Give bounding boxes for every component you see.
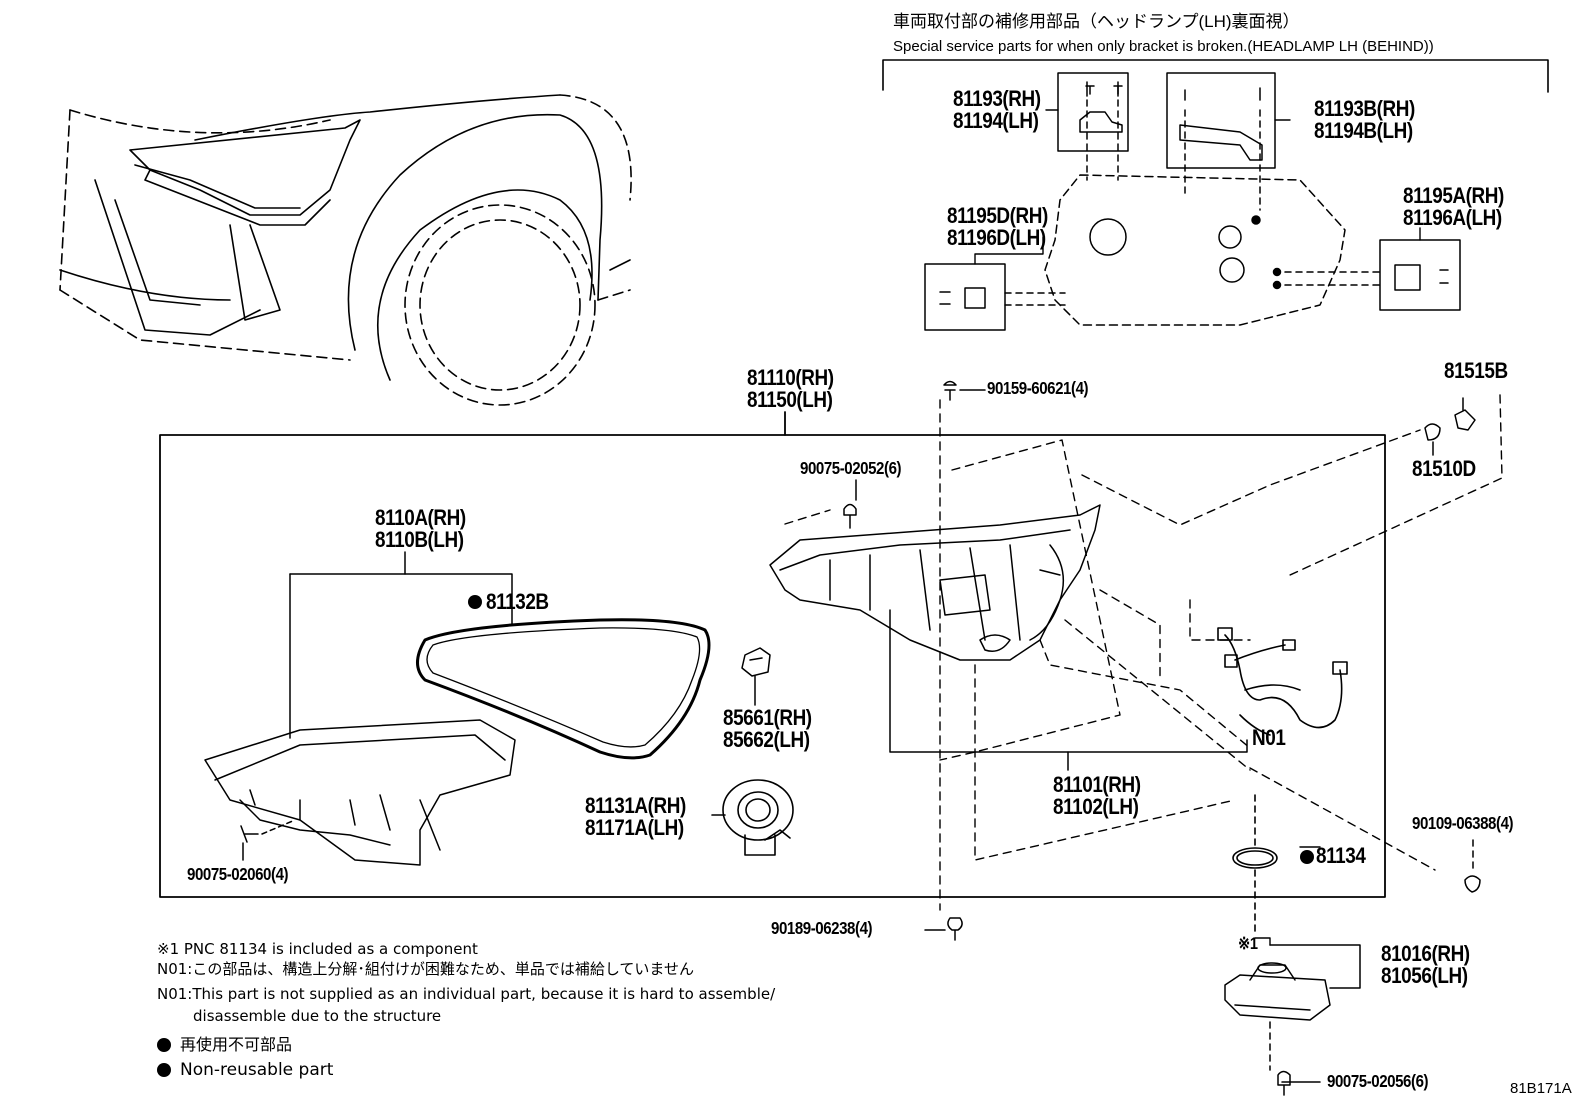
part-90075-02052[interactable]: 90075-02052(6) — [800, 458, 902, 478]
lens-assembly — [204, 551, 516, 866]
legend-jp: 再使用不可部品 — [180, 1035, 293, 1054]
bulb-81510D — [1424, 397, 1476, 456]
part-8110B[interactable]: 8110B(LH) — [375, 527, 464, 552]
part-81193[interactable]: 81193(RH) — [953, 86, 1041, 111]
part-81196D[interactable]: 81196D(LH) — [947, 225, 1046, 250]
part-81150[interactable]: 81150(LH) — [747, 387, 833, 412]
part-90075-02060[interactable]: 90075-02060(4) — [187, 864, 289, 884]
part-85661[interactable]: 85661(RH) — [723, 705, 812, 730]
non-reusable-markers — [157, 595, 1314, 1077]
note-n01-jp: N01:この部品は、構造上分解･組付けが困難なため、単品では補給していません — [157, 960, 694, 978]
part-81195A[interactable]: 81195A(RH) — [1403, 183, 1504, 208]
cover-81131A — [711, 779, 794, 856]
part-81134[interactable]: 81134 — [1316, 843, 1366, 868]
part-81171A[interactable]: 81171A(LH) — [585, 815, 684, 840]
headlamp-back-view — [1044, 174, 1346, 326]
housing-81101 — [769, 504, 1248, 771]
part-81016[interactable]: 81016(RH) — [1381, 941, 1470, 966]
leader-lines-top — [974, 109, 1421, 265]
note-n01-en-cont: disassemble due to the structure — [193, 1007, 442, 1025]
part-81196A[interactable]: 81196A(LH) — [1403, 205, 1502, 230]
leader-lines-main — [1254, 846, 1321, 946]
bracket-81193B-box — [1166, 72, 1276, 211]
bracket-81195D-box — [924, 263, 1066, 331]
part-90075-02056[interactable]: 90075-02056(6) — [1327, 1071, 1429, 1091]
part-90189-06238[interactable]: 90189-06238(4) — [771, 918, 873, 938]
part-8110A[interactable]: 8110A(RH) — [375, 505, 466, 530]
packing-ring-81134 — [1232, 794, 1278, 936]
legend-en: Non-reusable part — [180, 1060, 334, 1080]
part-81195D[interactable]: 81195D(RH) — [947, 203, 1048, 228]
part-N01[interactable]: N01 — [1252, 725, 1286, 750]
part-81510D[interactable]: 81510D — [1412, 456, 1476, 481]
housing-outline-dashed — [784, 394, 1503, 911]
part-81194B[interactable]: 81194B(LH) — [1314, 118, 1413, 143]
part-85662[interactable]: 85662(LH) — [723, 727, 810, 752]
part-81515B[interactable]: 81515B — [1444, 358, 1508, 383]
socket-85661 — [741, 647, 771, 706]
screws — [843, 85, 1481, 1096]
part-81131A[interactable]: 81131A(RH) — [585, 793, 686, 818]
note-marker-x1: ※1 — [1238, 934, 1258, 953]
part-81193B[interactable]: 81193B(RH) — [1314, 96, 1415, 121]
note-n01-en: N01:This part is not supplied as an indi… — [157, 985, 776, 1003]
figure-code: 81B171A — [1510, 1080, 1572, 1097]
header-en: Special service parts for when only brac… — [893, 38, 1434, 55]
computer-81016 — [1224, 944, 1361, 1083]
car-front-illustration — [59, 94, 632, 406]
part-81056[interactable]: 81056(LH) — [1381, 963, 1468, 988]
part-81132B[interactable]: 81132B — [486, 589, 549, 614]
part-81110[interactable]: 81110(RH) — [747, 365, 834, 390]
part-81101[interactable]: 81101(RH) — [1053, 772, 1141, 797]
gasket-81132B — [416, 618, 711, 760]
wire-harness-N01 — [1217, 627, 1348, 736]
service-bracket-frame — [882, 59, 1549, 93]
part-90159-60621[interactable]: 90159-60621(4) — [987, 378, 1089, 398]
part-81194[interactable]: 81194(LH) — [953, 108, 1039, 133]
note-x1: ※1 PNC 81134 is included as a component — [157, 940, 478, 958]
header-jp: 車両取付部の補修用部品（ヘッドランプ(LH)裏面視） — [893, 12, 1300, 31]
part-90109-06388[interactable]: 90109-06388(4) — [1412, 813, 1514, 833]
part-81102[interactable]: 81102(LH) — [1053, 794, 1139, 819]
main-assembly-frame — [159, 411, 1386, 898]
bracket-81195A-box — [1284, 239, 1461, 311]
